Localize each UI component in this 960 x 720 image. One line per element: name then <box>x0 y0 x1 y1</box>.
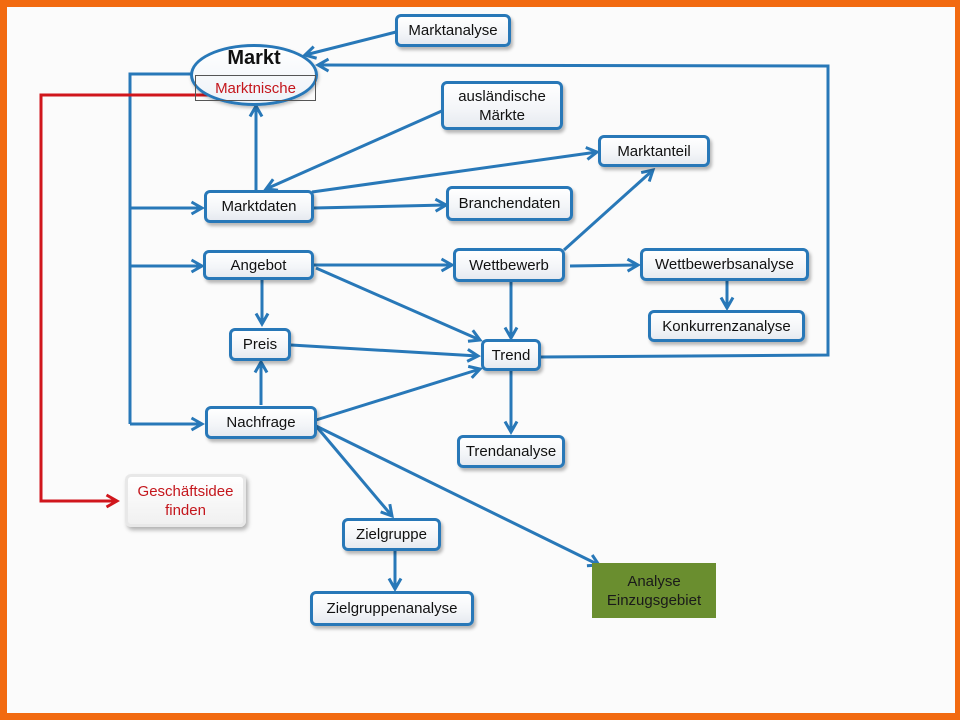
node-marktanalyse[interactable]: Marktanalyse <box>395 14 511 47</box>
node-label: Angebot <box>230 256 287 274</box>
node-trendanalyse[interactable]: Trendanalyse <box>457 435 565 468</box>
node-label: Nachfrage <box>226 414 296 431</box>
node-label-line1: Analyse <box>627 572 681 590</box>
edge-wettbewerb-wettbewerbsanalyse <box>569 257 642 273</box>
node-label: Branchendaten <box>458 195 561 212</box>
node-label: Wettbewerb <box>469 256 549 274</box>
edge-wettbewerb-marktanteil <box>562 167 656 252</box>
node-label: Marktanteil <box>617 142 691 160</box>
node-label-line1: ausländische <box>458 87 546 105</box>
node-label-line2: finden <box>165 501 206 519</box>
node-label: Zielgruppe <box>356 526 427 543</box>
node-marktdaten[interactable]: Marktdaten <box>204 190 314 223</box>
node-label-line2: Einzugsgebiet <box>606 591 702 609</box>
node-zielgruppe[interactable]: Zielgruppe <box>342 518 441 551</box>
edge-marktanalyse-markt <box>302 30 397 60</box>
edge-markt-bus <box>128 72 192 424</box>
node-label-line1: Geschäftsidee <box>137 482 234 500</box>
node-marktanteil[interactable]: Marktanteil <box>598 135 710 167</box>
edge-marktnische-geschaeftsidee <box>39 93 216 509</box>
node-branchendaten[interactable]: Branchendaten <box>446 186 573 221</box>
node-label: Marktdaten <box>221 198 297 215</box>
node-preis[interactable]: Preis <box>229 328 291 361</box>
markt-title: Markt <box>227 47 281 69</box>
marktnische-label[interactable]: Marktnische <box>195 75 316 101</box>
node-label: Preis <box>242 336 278 353</box>
node-label: Marktanalyse <box>408 22 498 39</box>
node-label: Wettbewerbsanalyse <box>655 256 794 273</box>
node-konkurrenzanalyse[interactable]: Konkurrenzanalyse <box>648 310 805 342</box>
node-label: Trendanalyse <box>465 443 557 460</box>
node-nachfrage[interactable]: Nachfrage <box>205 406 317 439</box>
edge-ausland-marktdaten <box>263 108 445 192</box>
edge-marktdaten-marktanteil <box>311 146 600 194</box>
edge-nachfrage-trend <box>315 364 483 422</box>
node-wettbewerbsanalyse[interactable]: Wettbewerbsanalyse <box>640 248 809 281</box>
node-geschaeftsidee-finden[interactable]: Geschäftsidee finden <box>125 474 246 527</box>
node-zielgruppenanalyse[interactable]: Zielgruppenanalyse <box>310 591 474 626</box>
node-angebot[interactable]: Angebot <box>203 250 314 280</box>
node-auslaendische-maerkte[interactable]: ausländische Märkte <box>441 81 563 130</box>
edge-marktdaten-branchendaten <box>313 197 450 213</box>
node-label-line2: Märkte <box>479 106 525 124</box>
edge-nachfrage-einzugsgebiet <box>315 424 602 568</box>
node-wettbewerb[interactable]: Wettbewerb <box>453 248 565 282</box>
edge-preis-trend <box>290 343 482 363</box>
node-analyse-einzugsgebiet[interactable]: Analyse Einzugsgebiet <box>592 563 716 618</box>
edge-angebot-trend <box>315 266 483 343</box>
edge-trend-markt <box>314 57 830 359</box>
node-label: Zielgruppenanalyse <box>326 600 458 617</box>
node-trend[interactable]: Trend <box>481 339 541 371</box>
edge-nachfrage-zielgruppe <box>314 425 394 519</box>
node-label: Konkurrenzanalyse <box>662 317 791 335</box>
node-label: Trend <box>491 346 531 364</box>
